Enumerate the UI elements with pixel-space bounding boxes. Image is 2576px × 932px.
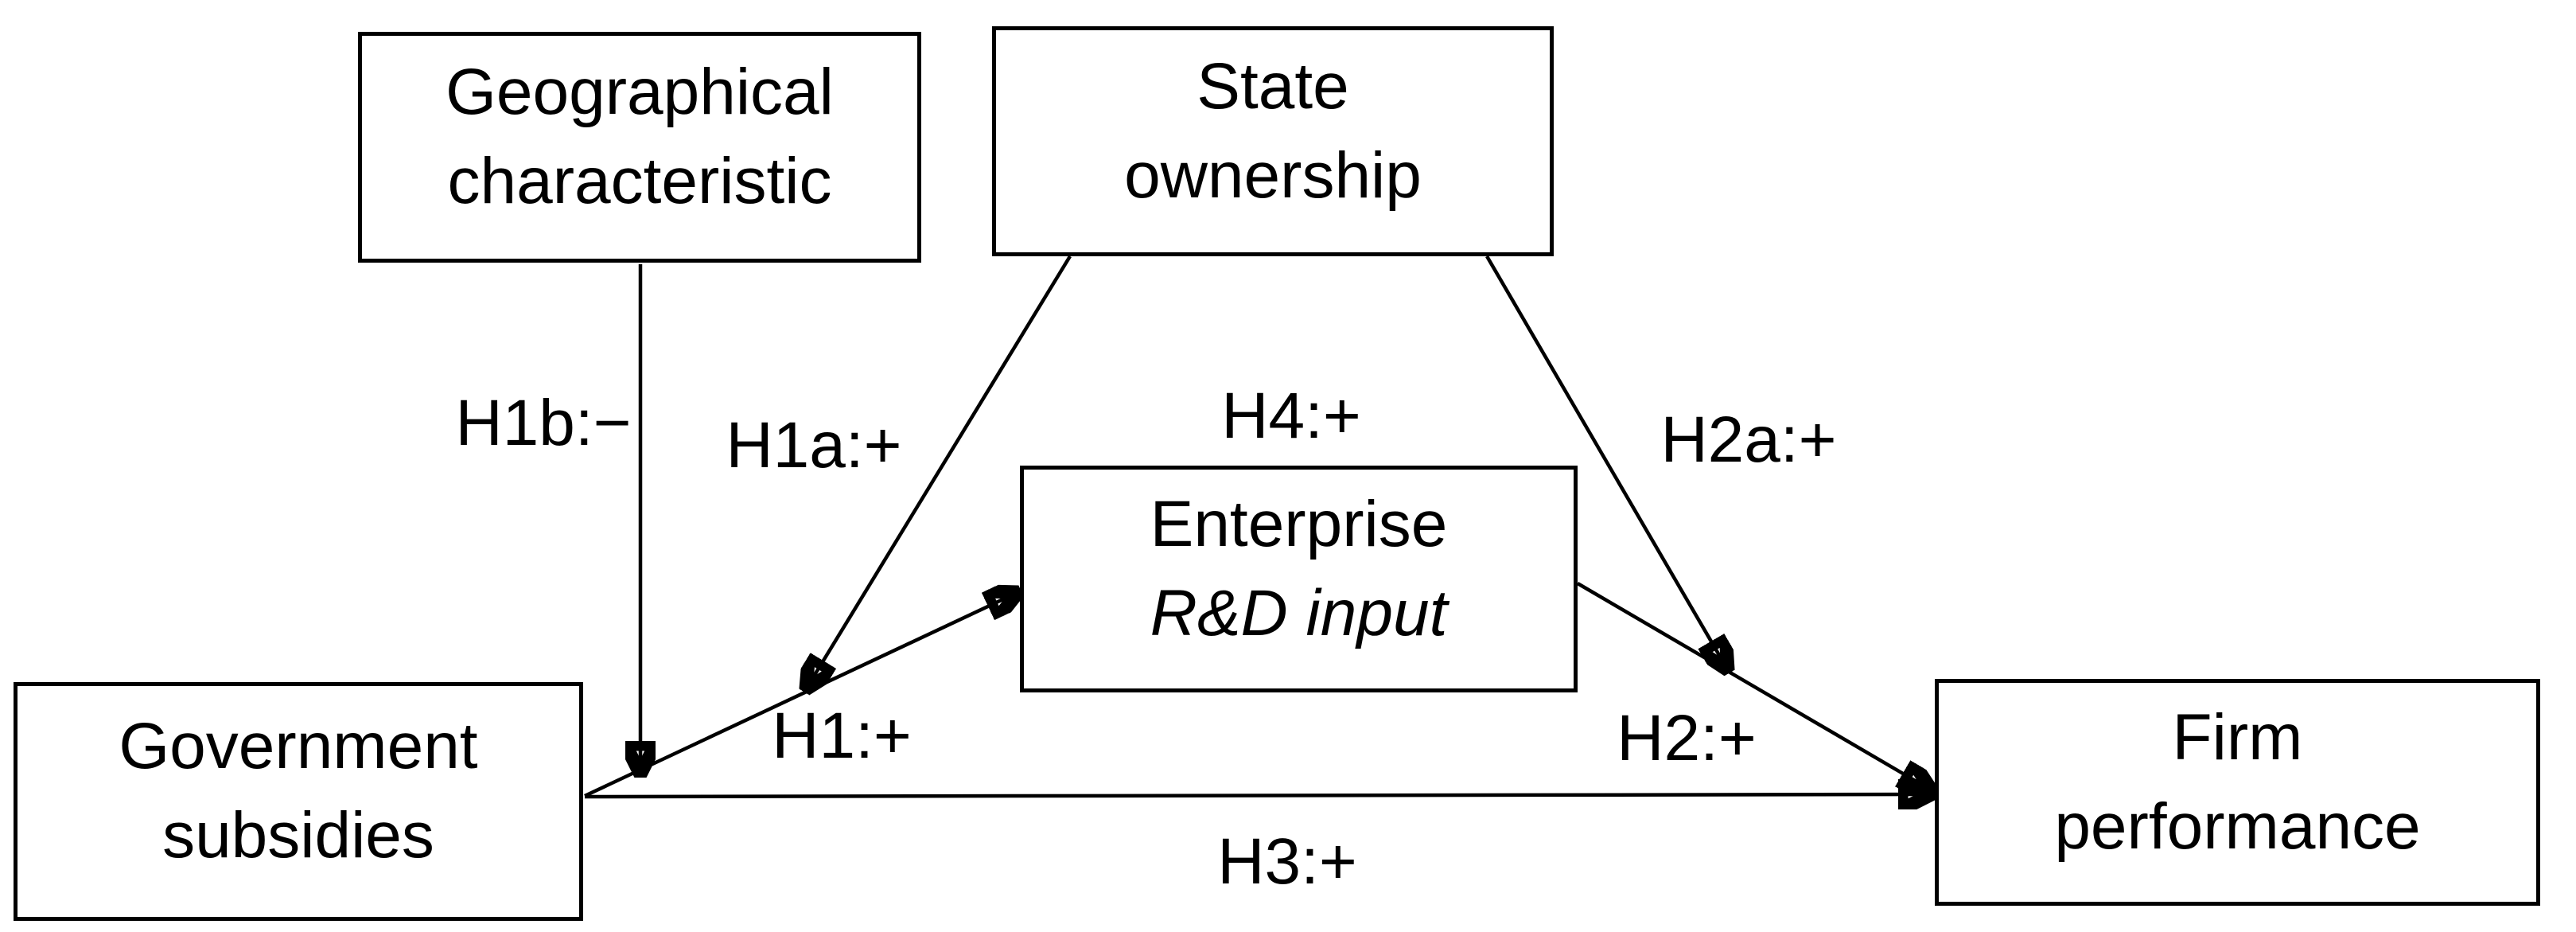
node-label-line: characteristic xyxy=(447,145,832,217)
node-label-line: Enterprise xyxy=(1150,487,1448,560)
node-label-line: Firm xyxy=(2172,700,2303,774)
arrow-h2a-state-to-h2-path xyxy=(1485,255,1728,670)
node-label-line: State xyxy=(1197,49,1349,123)
path-label-h2: H2:+ xyxy=(1617,702,1757,774)
node-label-line: performance xyxy=(2054,790,2421,863)
node-firm-performance: Firm performance xyxy=(1935,679,2540,906)
path-label-h2a: H2a:+ xyxy=(1660,404,1837,476)
path-label-h1: H1:+ xyxy=(772,700,912,772)
node-enterprise-rd-input: Enterprise R&D input xyxy=(1020,466,1578,692)
path-label-h1b: H1b:− xyxy=(455,387,632,459)
node-government-subsidies: Government subsidies xyxy=(14,682,583,921)
node-geographical-characteristic: Geographical characteristic xyxy=(358,32,921,263)
arrow-h1a-state-to-h1-path xyxy=(806,255,1072,689)
arrow-h3-gov-to-firm xyxy=(584,794,1932,797)
node-label-line: Geographical xyxy=(446,56,834,128)
arrow-h1-gov-to-enterprise xyxy=(584,592,1018,798)
node-label-line: subsidies xyxy=(162,799,434,872)
node-state-ownership: State ownership xyxy=(992,26,1554,256)
node-label-line: ownership xyxy=(1124,138,1422,212)
node-label-line: Government xyxy=(119,710,478,782)
arrow-h2-enterprise-to-firm xyxy=(1576,582,1932,790)
path-label-h4: H4:+ xyxy=(1221,380,1361,452)
node-label-line: R&D input xyxy=(1150,576,1448,649)
path-label-h1a: H1a:+ xyxy=(726,409,902,482)
path-label-h3: H3:+ xyxy=(1217,825,1357,898)
